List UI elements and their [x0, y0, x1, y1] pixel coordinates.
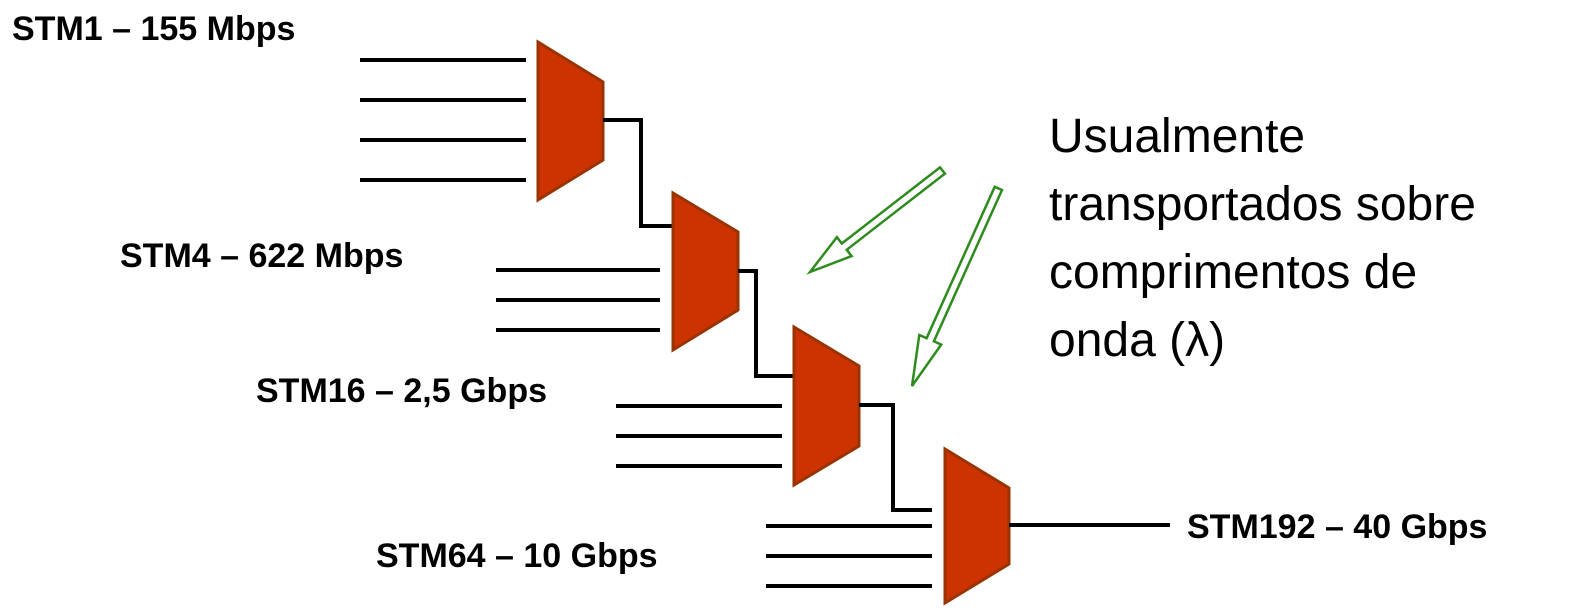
multiplexer-stm1 [536, 39, 605, 203]
stage-stm64 [766, 446, 1011, 606]
green-arrow-left [806, 165, 947, 275]
label-stm64: STM64 – 10 Gbps [376, 537, 658, 575]
note-line-4: onda (λ) [1049, 314, 1225, 367]
multiplexer-stm16 [792, 324, 861, 488]
connector-stm1-to-stm4 [603, 118, 672, 228]
stage-stm4 [496, 190, 740, 353]
stage-stm1 [360, 39, 605, 203]
multiplexer-stm64 [943, 446, 1011, 606]
multiplexer-stm4 [671, 190, 740, 353]
label-stm192: STM192 – 40 Gbps [1187, 508, 1487, 546]
stage-stm16 [616, 324, 861, 488]
note-line-1: Usualmente [1049, 110, 1305, 163]
note-line-3: comprimentos de [1049, 246, 1417, 299]
note-line-2: transportados sobre [1049, 178, 1476, 231]
green-arrow-right [910, 185, 1004, 387]
connector-stm4-to-stm16 [738, 269, 794, 378]
label-stm16: STM16 – 2,5 Gbps [256, 372, 547, 410]
connector-stm16-to-stm64 [859, 403, 932, 512]
note-wavelength-transport: Usualmente transportados sobre comprimen… [1049, 110, 1476, 367]
label-stm4: STM4 – 622 Mbps [120, 237, 403, 275]
label-stm1: STM1 – 155 Mbps [12, 10, 295, 48]
